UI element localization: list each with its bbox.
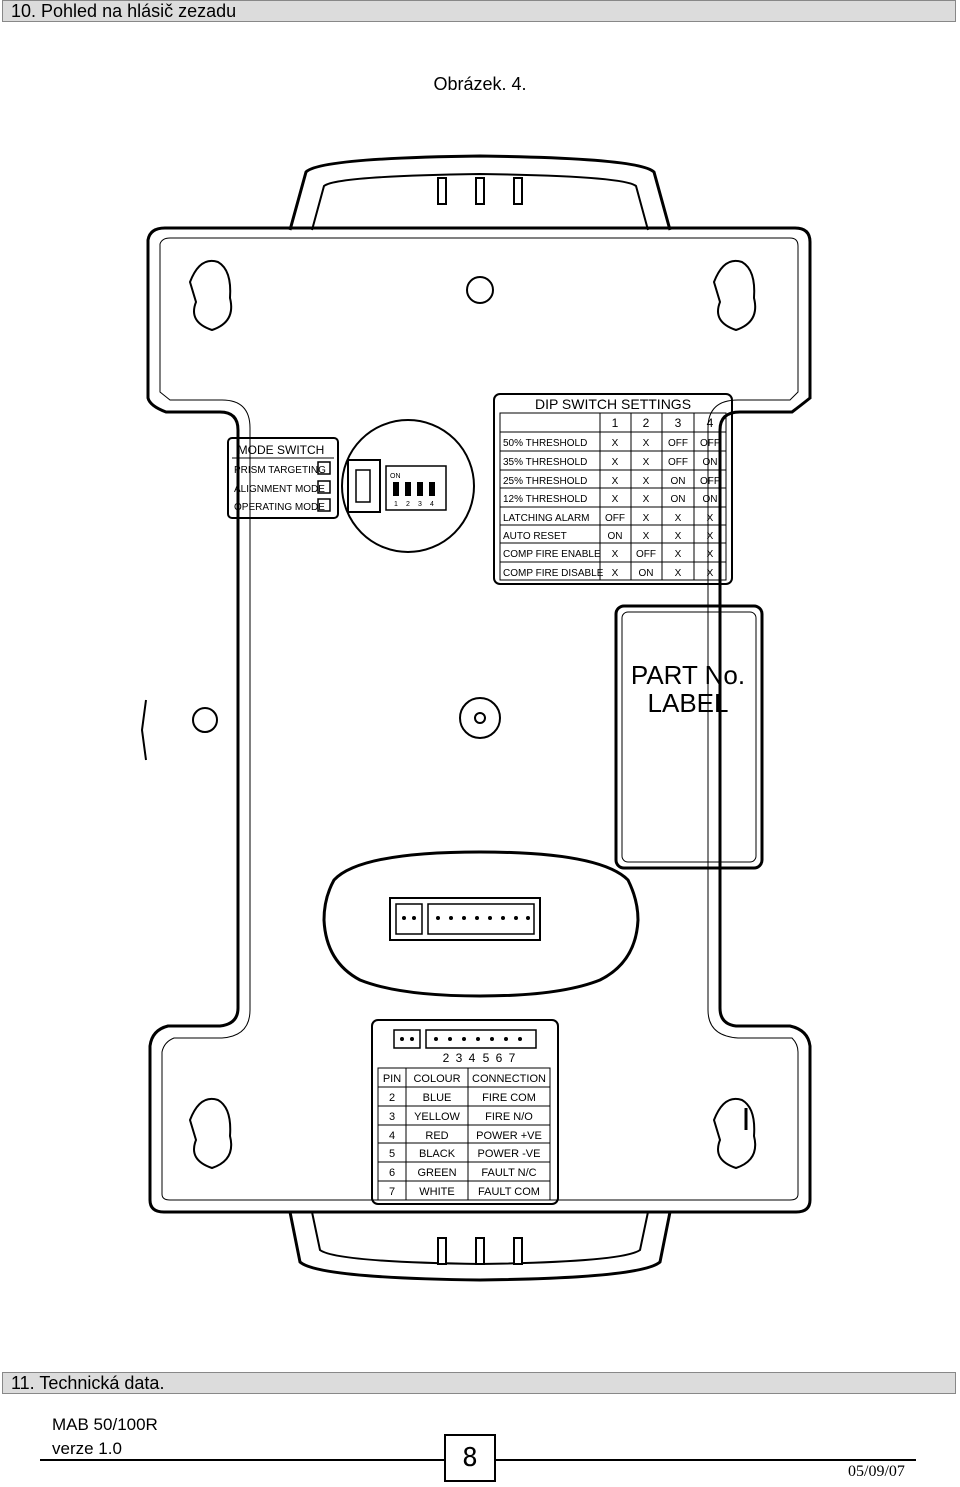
terminal-number: 7	[509, 1051, 516, 1065]
pin-cell: 5	[389, 1148, 395, 1160]
pin-cell: 7	[389, 1186, 395, 1198]
terminal-number: 2	[443, 1051, 450, 1065]
dip-num-4: 4	[430, 501, 434, 508]
section-header: 10. Pohled na hlásič zezadu	[2, 0, 956, 22]
dip-col-3: 3	[675, 416, 682, 430]
dip-cell: ON	[639, 568, 654, 579]
dip-col-4: 4	[707, 416, 714, 430]
dip-cell: ON	[703, 457, 718, 468]
pin-cell: FIRE COM	[482, 1092, 536, 1104]
page-number: 8	[444, 1434, 496, 1482]
pin-cell: 4	[389, 1130, 395, 1142]
dip-cell: X	[612, 438, 619, 449]
dip-cell: ON	[608, 531, 623, 542]
dip-cell: OFF	[668, 457, 688, 468]
dip-col-1: 1	[612, 416, 619, 430]
dip-col-2: 2	[643, 416, 650, 430]
dip-row-label: LATCHING ALARM	[503, 513, 590, 524]
part-label-line1: PART No.	[631, 660, 745, 690]
dip-cell: OFF	[700, 438, 720, 449]
dip-table-title: DIP SWITCH SETTINGS	[535, 396, 691, 412]
terminal-number: 4	[469, 1051, 476, 1065]
pin-cell: FIRE N/O	[485, 1111, 533, 1123]
pin-cell: WHITE	[419, 1186, 454, 1198]
dip-cell: OFF	[668, 438, 688, 449]
dip-cell: X	[612, 457, 619, 468]
pin-cell: BLUE	[423, 1092, 452, 1104]
dip-cell: X	[707, 531, 714, 542]
dip-cell: OFF	[700, 476, 720, 487]
dip-switch-body: ON 1 2 3 4	[347, 459, 447, 513]
mode-item-alignment: ALIGNMENT MODE	[234, 484, 325, 495]
pin-cell: GREEN	[417, 1167, 456, 1179]
pin-cell: 3	[389, 1111, 395, 1123]
pin-cell: FAULT COM	[478, 1186, 540, 1198]
dip-cell: X	[675, 549, 682, 560]
pin-table-panel: 2 3 4 5 6 7 PIN COLOUR CONNECTION 2 BLUE…	[371, 1019, 559, 1205]
dip-num-1: 1	[394, 501, 398, 508]
pin-cell: RED	[425, 1130, 448, 1142]
next-section-header: 11. Technická data.	[2, 1372, 956, 1394]
dip-cell: OFF	[636, 549, 656, 560]
mode-item-prism: PRISM TARGETING	[234, 465, 326, 476]
dip-row-label: 35% THRESHOLD	[503, 457, 587, 468]
window-connector	[389, 897, 541, 941]
pin-cell: YELLOW	[414, 1111, 460, 1123]
dip-cell: OFF	[605, 513, 625, 524]
dip-on-label: ON	[390, 473, 401, 480]
pin-header: CONNECTION	[472, 1073, 546, 1085]
dip-num-2: 2	[406, 501, 410, 508]
pin-cell: POWER -VE	[478, 1148, 541, 1160]
footer-model: MAB 50/100R	[52, 1415, 158, 1434]
dip-cell: X	[643, 476, 650, 487]
dip-cell: X	[643, 457, 650, 468]
dip-row-label: 50% THRESHOLD	[503, 438, 587, 449]
pin-cell: 2	[389, 1092, 395, 1104]
dip-row-label: COMP FIRE DISABLE	[503, 568, 604, 579]
dip-cell: X	[612, 476, 619, 487]
dip-cell: X	[643, 494, 650, 505]
figure-caption: Obrázek. 4.	[433, 74, 527, 94]
dip-cell: X	[707, 568, 714, 579]
dip-cell: X	[675, 513, 682, 524]
dip-row-label: 25% THRESHOLD	[503, 476, 587, 487]
footer-version: verze 1.0	[52, 1439, 122, 1458]
dip-cell: X	[675, 568, 682, 579]
dip-cell: X	[612, 549, 619, 560]
pin-cell: POWER +VE	[476, 1130, 542, 1142]
mode-switch-title: MODE SWITCH	[238, 443, 325, 457]
mode-item-operating: OPERATING MODE	[234, 502, 325, 513]
dip-cell: X	[612, 568, 619, 579]
terminal-number: 5	[483, 1051, 490, 1065]
terminal-number: 6	[496, 1051, 503, 1065]
mode-switch-panel: MODE SWITCH PRISM TARGETING ALIGNMENT MO…	[227, 437, 339, 519]
footer-date: 05/09/07	[848, 1463, 905, 1480]
dip-cell: ON	[671, 494, 686, 505]
dip-cell: X	[707, 549, 714, 560]
pin-cell: 6	[389, 1167, 395, 1179]
dip-num-3: 3	[418, 501, 422, 508]
dip-row-label: AUTO RESET	[503, 531, 567, 542]
dip-row-label: 12% THRESHOLD	[503, 494, 587, 505]
dip-cell: X	[675, 531, 682, 542]
dip-cell: ON	[671, 476, 686, 487]
dip-cell: X	[612, 494, 619, 505]
dip-cell: X	[643, 438, 650, 449]
dip-settings-table: DIP SWITCH SETTINGS 1 2 3 4 50% THRESHOL…	[493, 393, 733, 585]
dip-row-label: COMP FIRE ENABLE	[503, 549, 601, 560]
pin-header: PIN	[383, 1073, 401, 1085]
dip-cell: ON	[703, 494, 718, 505]
dip-cell: X	[643, 513, 650, 524]
pin-header: COLOUR	[413, 1073, 460, 1085]
part-label-line2: LABEL	[648, 688, 729, 718]
dip-cell: X	[643, 531, 650, 542]
terminal-number: 3	[456, 1051, 463, 1065]
pin-cell: FAULT N/C	[481, 1167, 536, 1179]
pin-cell: BLACK	[419, 1148, 456, 1160]
dip-cell: X	[707, 513, 714, 524]
